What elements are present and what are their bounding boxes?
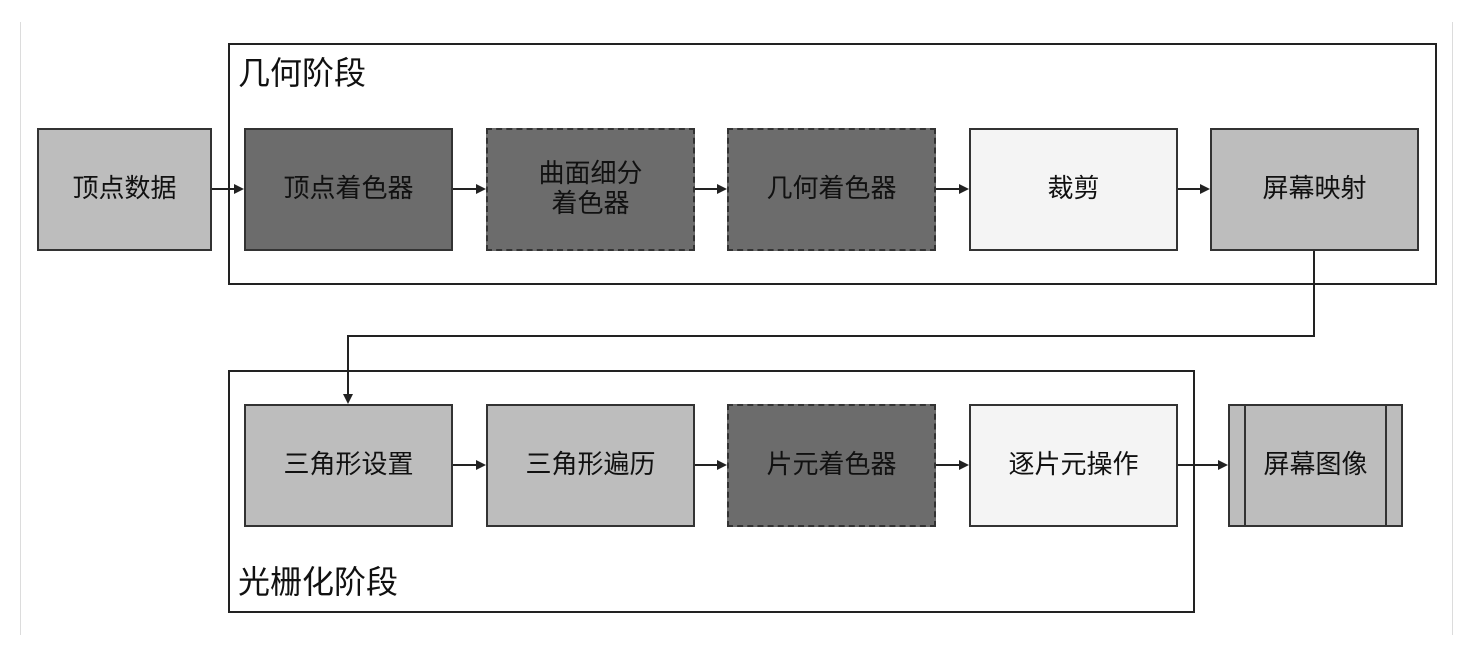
per-fragment-ops-node: 逐片元操作 (969, 404, 1178, 527)
vertex-shader-label: 顶点着色器 (283, 173, 414, 204)
fragment-shader-label: 片元着色器 (766, 449, 897, 480)
screen-image-right-bar (1385, 406, 1387, 525)
clipping-label: 裁剪 (1047, 173, 1100, 204)
right-margin-rule (1452, 22, 1453, 635)
screen-mapping-node: 屏幕映射 (1210, 128, 1419, 251)
geometry-stage-title: 几何阶段 (238, 54, 367, 92)
triangle-setup-label: 三角形设置 (283, 449, 414, 480)
geometry-shader-node: 几何着色器 (727, 128, 936, 251)
screen-image-node: 屏幕图像 (1228, 404, 1403, 527)
triangle-traversal-label: 三角形遍历 (525, 449, 656, 480)
triangle-setup-node: 三角形设置 (244, 404, 453, 527)
left-margin-rule (20, 22, 21, 635)
clipping-node: 裁剪 (969, 128, 1178, 251)
per-fragment-ops-label: 逐片元操作 (1008, 449, 1139, 480)
vertex-data-node: 顶点数据 (37, 128, 212, 251)
raster-stage-title: 光栅化阶段 (238, 563, 399, 601)
vertex-shader-node: 顶点着色器 (244, 128, 453, 251)
tessellation-shader-node: 曲面细分 着色器 (486, 128, 695, 251)
geometry-shader-label: 几何着色器 (766, 173, 897, 204)
vertex-data-label: 顶点数据 (72, 173, 177, 204)
triangle-traversal-node: 三角形遍历 (486, 404, 695, 527)
tessellation-shader-label: 曲面细分 着色器 (538, 158, 643, 219)
screen-mapping-label: 屏幕映射 (1262, 173, 1367, 204)
screen-image-label: 屏幕图像 (1263, 449, 1368, 480)
fragment-shader-node: 片元着色器 (727, 404, 936, 527)
screen-image-left-bar (1244, 406, 1246, 525)
